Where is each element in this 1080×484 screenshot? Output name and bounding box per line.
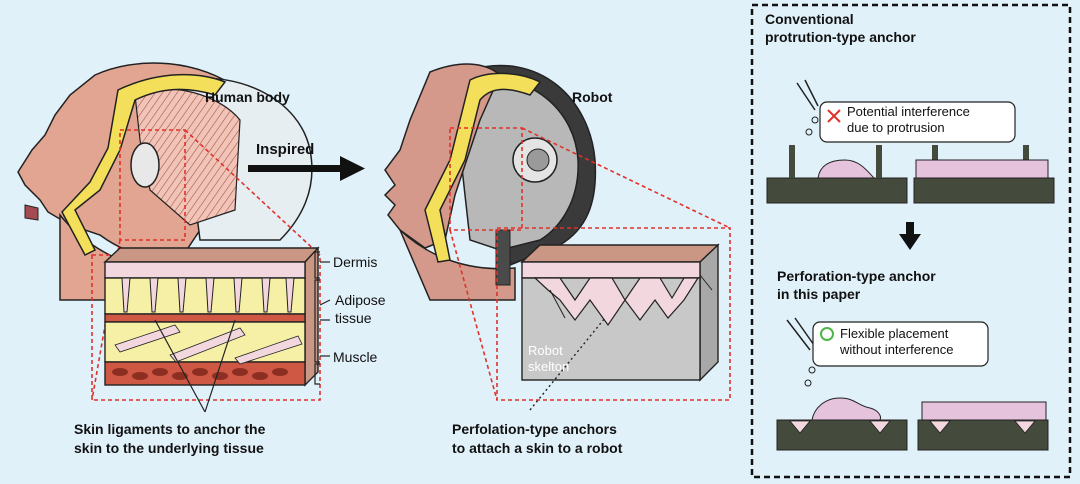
muscle-fibers <box>114 324 303 365</box>
robot-skin-block <box>520 243 720 382</box>
human-caption: Skin ligaments to anchor the skin to the… <box>74 421 266 456</box>
human-skin-block <box>103 246 320 387</box>
robot-skin-band <box>424 72 542 263</box>
robot-head-illustration <box>383 63 597 301</box>
dermis-label: Dermis <box>333 254 378 270</box>
ligament-pointers <box>154 319 236 413</box>
conventional-heading: Conventional protrution-type anchor <box>765 11 916 45</box>
human-head-illustration <box>17 62 313 301</box>
robot-zoom-guides <box>449 127 731 401</box>
conventional-illustration <box>766 79 1055 204</box>
robot-caption: Perfolation-type anchors to attach a ski… <box>452 421 623 456</box>
inspired-arrow <box>248 156 365 181</box>
robot-perforation-anchors <box>533 277 700 327</box>
robot-title: Robot <box>572 89 613 105</box>
perforation-heading: Perforation-type anchor in this paper <box>777 268 936 302</box>
comparison-panel-frame <box>750 3 1072 479</box>
robot-neck <box>399 229 516 301</box>
human-body-title: Human body <box>205 89 290 105</box>
inspired-label: Inspired <box>256 141 315 158</box>
muscle-label: Muscle <box>333 349 378 365</box>
adipose-label: Adipose tissue <box>335 292 386 326</box>
conventional-note: Potential interference due to protrusion <box>847 104 970 135</box>
skin-ligaments <box>121 277 295 313</box>
robot-skeleton-label: Robot skelton <box>528 343 570 375</box>
muscle-texture <box>112 368 288 380</box>
human-ear <box>130 142 160 188</box>
human-skin-band <box>61 73 227 256</box>
down-arrow <box>899 222 921 250</box>
perforation-note: Flexible placement without interference <box>840 326 954 357</box>
perforation-illustration <box>776 317 1049 451</box>
layer-brackets <box>314 251 331 385</box>
